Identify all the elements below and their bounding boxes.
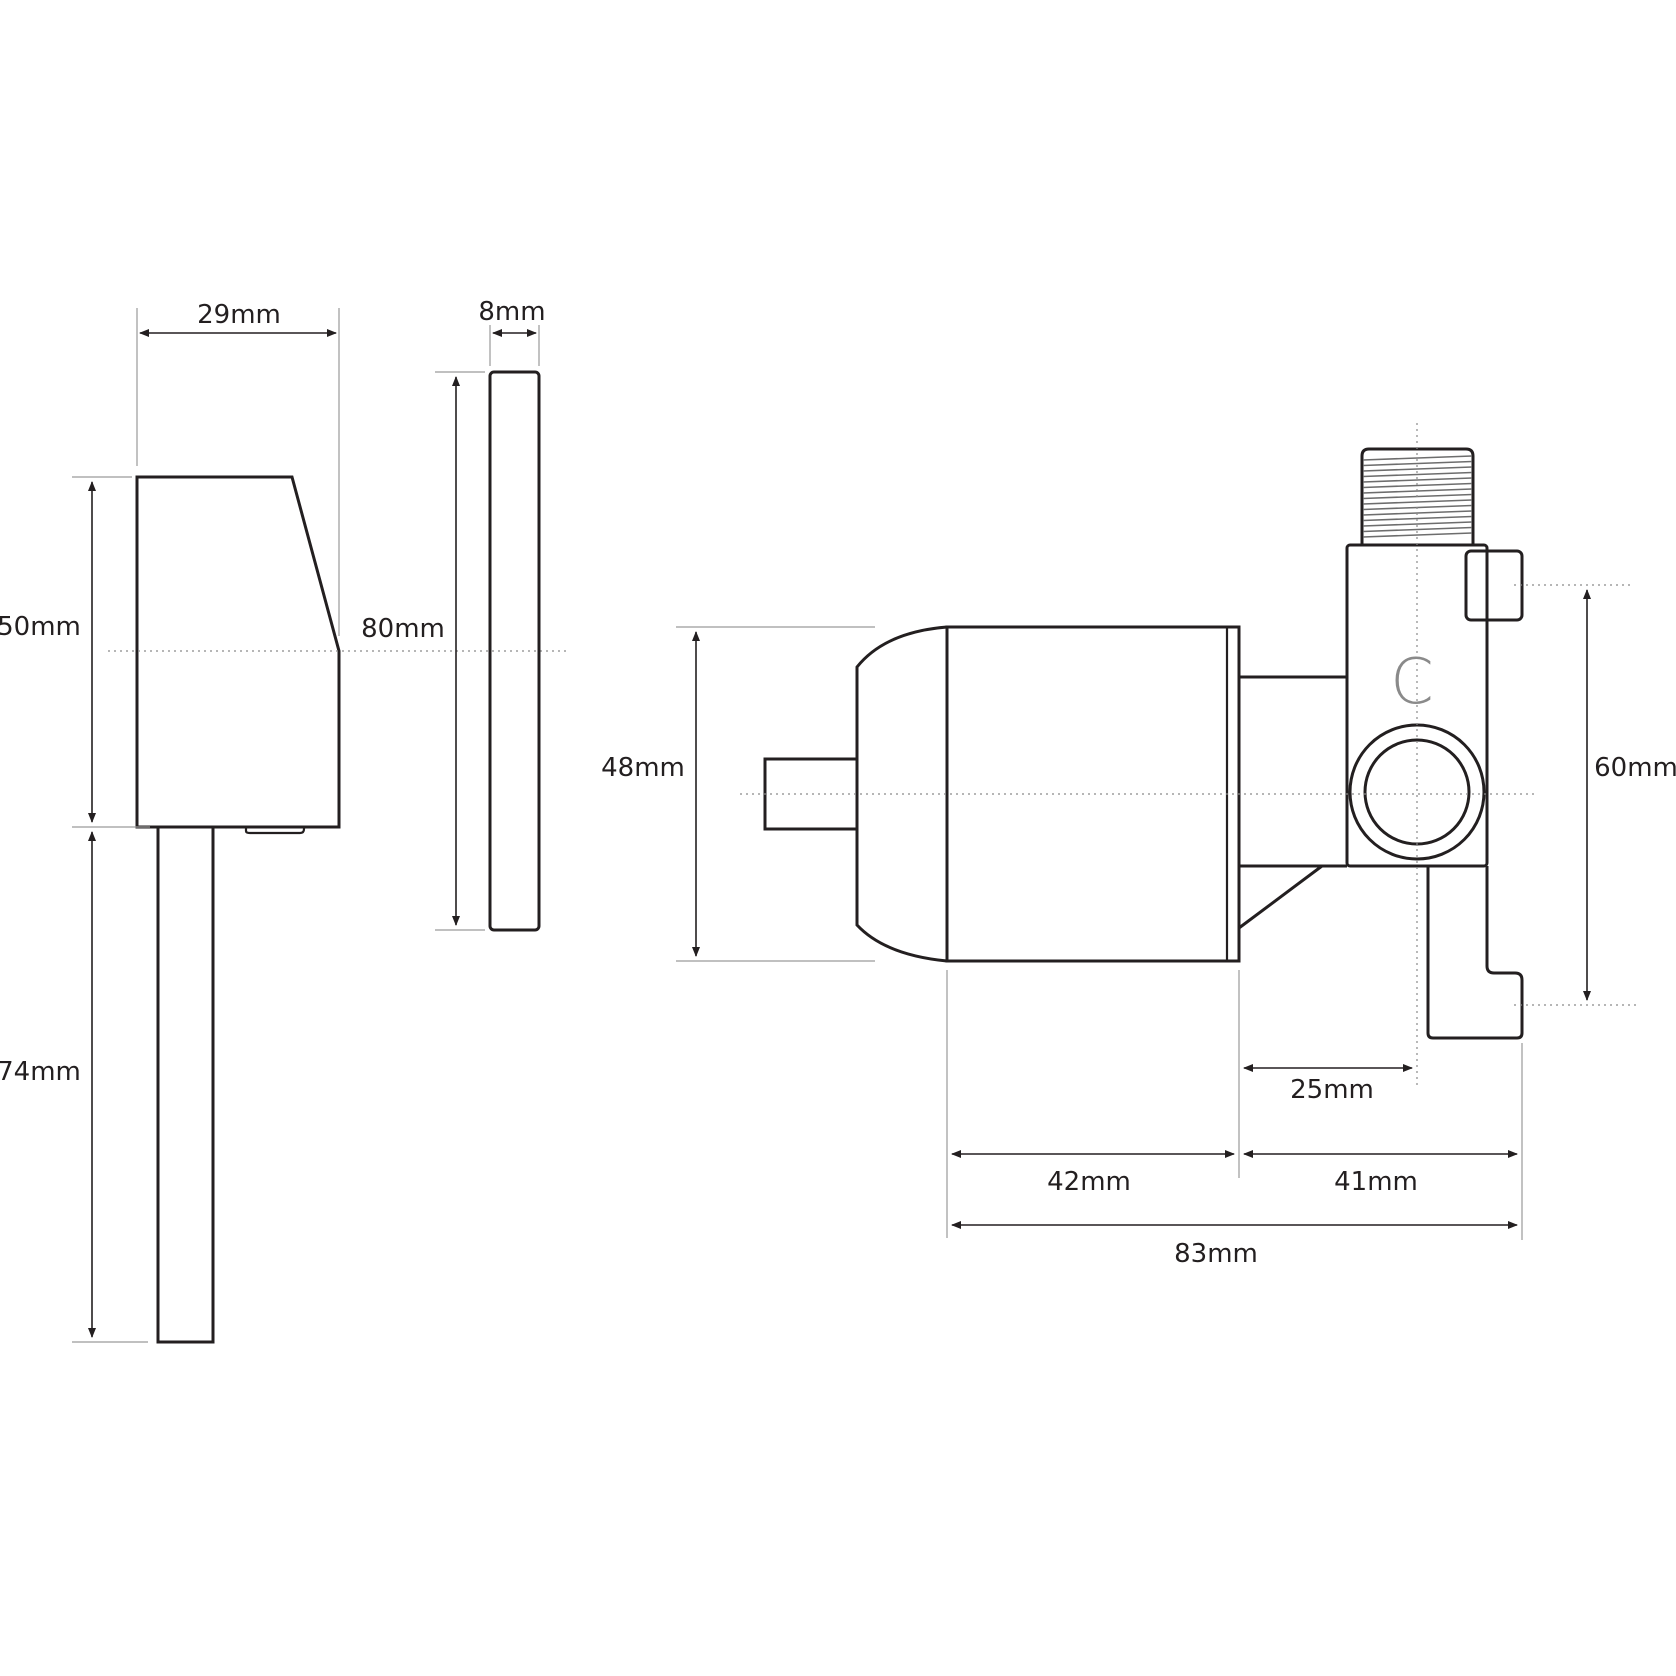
thread-line — [1362, 466, 1473, 472]
handle-side-view — [135, 475, 341, 1344]
dimension-handle-lever-length: 74mm — [0, 831, 96, 1338]
dimension-label-valve-depth: 41mm — [1334, 1167, 1418, 1197]
dimension-valve-height: 60mm — [1583, 589, 1676, 1001]
handle-clip — [244, 827, 306, 835]
dimension-handle-width: 29mm — [139, 300, 337, 337]
thread-line — [1362, 460, 1473, 467]
mounting-bracket-bottom — [1426, 866, 1524, 1040]
dimension-label-handle-lever-length: 74mm — [0, 1057, 81, 1087]
dimension-body-diameter: 48mm — [601, 631, 700, 957]
valve-dome-cap — [855, 625, 948, 963]
dimension-plate-height: 80mm — [361, 376, 460, 926]
dimension-label-outlet-offset: 25mm — [1290, 1075, 1374, 1105]
dimension-label-body-diameter: 48mm — [601, 753, 685, 783]
mounting-tab-top — [1464, 549, 1524, 622]
handle-lever — [156, 825, 215, 1344]
valve-neck — [1239, 675, 1347, 868]
dimension-plate-thickness: 8mm — [478, 297, 546, 337]
cover-plate-outline — [488, 370, 541, 932]
valve-extension-lines — [676, 423, 1636, 1240]
dimension-valve-depth: 41mm — [1243, 1150, 1518, 1197]
dimension-label-overall-length: 83mm — [1174, 1239, 1258, 1269]
thread-line — [1362, 532, 1473, 538]
dimension-label-handle-width: 29mm — [197, 300, 281, 330]
thread-lines — [1362, 455, 1473, 538]
dimension-cartridge-length: 42mm — [951, 1150, 1235, 1197]
plate-extension-lines — [435, 325, 540, 931]
dimension-outlet-offset: 25mm — [1243, 1064, 1413, 1105]
dimension-label-valve-height: 60mm — [1594, 753, 1676, 783]
dimension-label-plate-thickness: 8mm — [478, 297, 545, 327]
dimension-handle-head-height: 50mm — [0, 481, 96, 823]
valve-cartridge-body — [945, 625, 1241, 963]
dimension-label-plate-height: 80mm — [361, 614, 445, 644]
thread-line — [1362, 515, 1473, 522]
valve-assembly: C — [763, 447, 1524, 1040]
thread-line — [1362, 471, 1473, 478]
valve-neck-brace — [1238, 864, 1323, 930]
handle-head — [135, 475, 341, 829]
dimension-overall-length: 83mm — [951, 1221, 1518, 1269]
thread-line — [1362, 455, 1473, 461]
thread-line — [1362, 521, 1473, 527]
dimension-label-cartridge-length: 42mm — [1047, 1167, 1131, 1197]
thread-line — [1362, 477, 1473, 483]
thread-line — [1362, 482, 1473, 489]
thread-line — [1362, 526, 1473, 533]
dimension-label-handle-head-height: 50mm — [0, 612, 81, 642]
outlet-port-inner — [1363, 738, 1471, 846]
threaded-outlet — [1360, 447, 1475, 545]
handle-extension-lines — [72, 308, 568, 1343]
cover-plate — [488, 370, 541, 932]
cold-marker: C — [1390, 645, 1433, 718]
